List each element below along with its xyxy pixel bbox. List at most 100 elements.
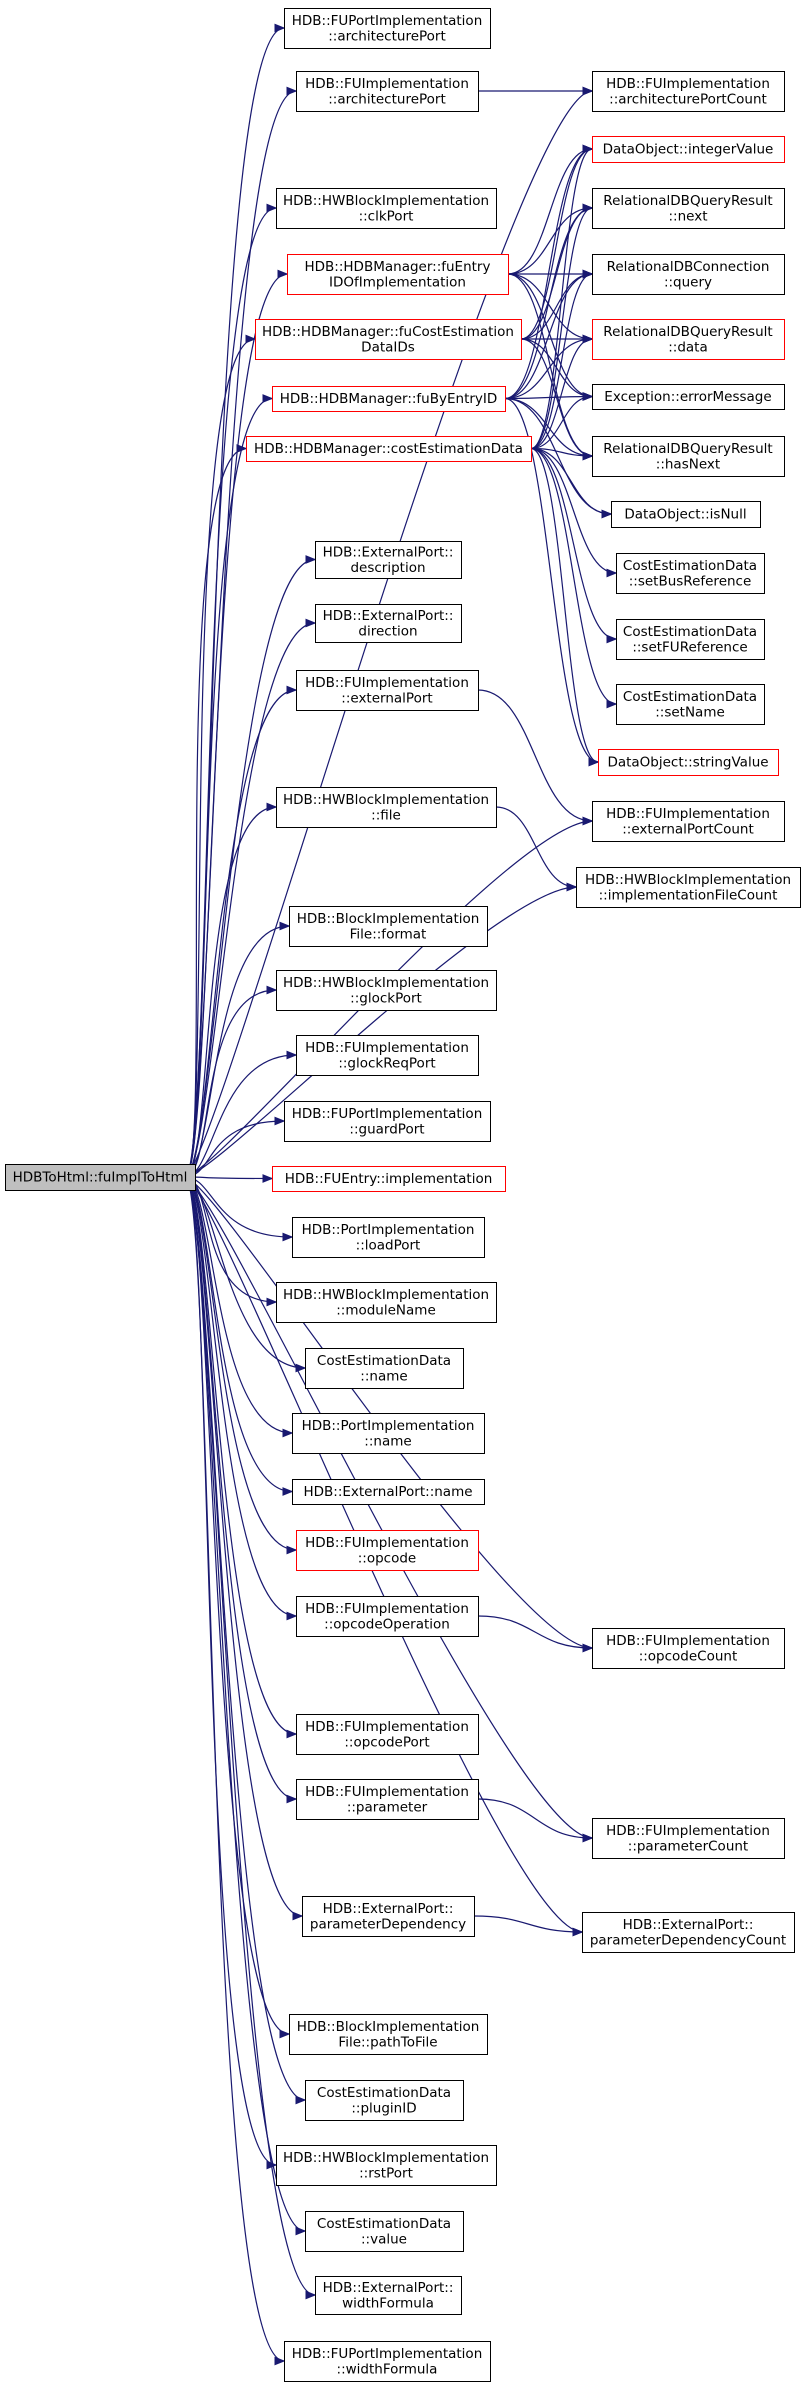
node-box[interactable]	[315, 541, 462, 579]
node-hdb-externalport-parameterdependencycount[interactable]: HDB::ExternalPort::parameterDependencyCo…	[582, 1912, 795, 1953]
node-hdb-externalport-direction[interactable]: HDB::ExternalPort::direction	[315, 604, 462, 643]
node-box[interactable]	[616, 553, 765, 594]
node-box[interactable]	[289, 906, 488, 947]
node-hdb-hwblockimplementation-file[interactable]: HDB::HWBlockImplementation::file	[276, 787, 497, 828]
node-box[interactable]	[598, 749, 779, 776]
node-box[interactable]	[611, 501, 761, 528]
node-box[interactable]	[592, 136, 785, 163]
node-box[interactable]	[287, 254, 509, 295]
node-box[interactable]	[296, 1714, 479, 1755]
node-hdb-fuimplementation-opcodeport[interactable]: HDB::FUImplementation::opcodePort	[296, 1714, 479, 1755]
node-exception-errormessage[interactable]: Exception::errorMessage	[592, 384, 785, 410]
node-hdb-fuportimplementation-widthformula[interactable]: HDB::FUPortImplementation::widthFormula	[284, 2341, 491, 2382]
node-box[interactable]	[296, 1530, 479, 1571]
node-dataobject-isnull[interactable]: DataObject::isNull	[611, 501, 761, 528]
node-dataobject-integervalue[interactable]: DataObject::integerValue	[592, 136, 785, 163]
node-hdb-hdbmanager-fubyentryid[interactable]: HDB::HDBManager::fuByEntryID	[272, 386, 506, 412]
node-hdb-portimplementation-name[interactable]: HDB::PortImplementation::name	[292, 1413, 485, 1454]
node-box[interactable]	[284, 2341, 491, 2382]
node-box[interactable]	[592, 384, 785, 410]
node-costestimationdata-setbusreference[interactable]: CostEstimationData::setBusReference	[616, 553, 765, 594]
node-hdb-portimplementation-loadport[interactable]: HDB::PortImplementation::loadPort	[292, 1217, 485, 1258]
node-box[interactable]	[246, 436, 532, 462]
node-box[interactable]	[276, 188, 497, 229]
node-box[interactable]	[592, 319, 785, 360]
node-hdb-hwblockimplementation-modulename[interactable]: HDB::HWBlockImplementation::moduleName	[276, 1282, 497, 1323]
node-box[interactable]	[276, 2145, 497, 2186]
node-box[interactable]	[592, 254, 785, 295]
node-costestimationdata-setfureference[interactable]: CostEstimationData::setFUReference	[616, 619, 765, 660]
node-hdb-hwblockimplementation-glockport[interactable]: HDB::HWBlockImplementation::glockPort	[276, 970, 497, 1011]
node-box[interactable]	[305, 2080, 464, 2121]
node-box[interactable]	[272, 1166, 506, 1192]
node-costestimationdata-setname[interactable]: CostEstimationData::setName	[616, 684, 765, 725]
node-relationaldbqueryresult-next[interactable]: RelationalDBQueryResult::next	[592, 188, 785, 229]
node-box[interactable]	[296, 1779, 479, 1820]
node-hdb-externalport-description[interactable]: HDB::ExternalPort::description	[315, 541, 462, 579]
node-box[interactable]	[296, 670, 479, 711]
node-box[interactable]	[289, 2014, 488, 2055]
node-box[interactable]	[592, 188, 785, 229]
node-box[interactable]	[616, 619, 765, 660]
node-hdb-hwblockimplementation-implementationfilecount[interactable]: HDB::HWBlockImplementation::implementati…	[576, 867, 801, 908]
node-hdb-fuimplementation-externalport[interactable]: HDB::FUImplementation::externalPort	[296, 670, 479, 711]
node-box[interactable]	[582, 1912, 795, 1953]
node-hdb-fuimplementation-externalportcount[interactable]: HDB::FUImplementation::externalPortCount	[592, 801, 785, 842]
node-box[interactable]	[315, 2276, 462, 2315]
node-hdb-hdbmanager-costestimationdata[interactable]: HDB::HDBManager::costEstimationData	[246, 436, 532, 462]
node-hdb-externalport-name[interactable]: HDB::ExternalPort::name	[292, 1479, 485, 1505]
node-box[interactable]	[592, 71, 785, 112]
node-hdb-externalport-parameterdependency[interactable]: HDB::ExternalPort::parameterDependency	[302, 1896, 475, 1937]
node-box[interactable]	[592, 801, 785, 842]
node-relationaldbqueryresult-data[interactable]: RelationalDBQueryResult::data	[592, 319, 785, 360]
node-box[interactable]	[296, 71, 479, 112]
node-box[interactable]	[5, 1164, 196, 1191]
node-hdbtohtml-fuimpltohtml[interactable]: HDBToHtml::fuImplToHtml	[5, 1164, 196, 1191]
node-hdb-externalport-widthformula[interactable]: HDB::ExternalPort::widthFormula	[315, 2276, 462, 2315]
node-hdb-hdbmanager-fuentryidofimplementation[interactable]: HDB::HDBManager::fuEntryIDOfImplementati…	[287, 254, 509, 295]
node-box[interactable]	[272, 386, 506, 412]
node-hdb-fuimplementation-glockreqport[interactable]: HDB::FUImplementation::glockReqPort	[296, 1035, 479, 1076]
node-hdb-fuimplementation-opcodeoperation[interactable]: HDB::FUImplementation::opcodeOperation	[296, 1596, 479, 1637]
node-hdb-fuentry-implementation[interactable]: HDB::FUEntry::implementation	[272, 1166, 506, 1192]
node-hdb-fuportimplementation-architectureport[interactable]: HDB::FUPortImplementation::architectureP…	[284, 8, 491, 49]
node-box[interactable]	[305, 1348, 464, 1389]
node-box[interactable]	[616, 684, 765, 725]
node-box[interactable]	[296, 1596, 479, 1637]
node-box[interactable]	[255, 319, 522, 360]
node-costestimationdata-name[interactable]: CostEstimationData::name	[305, 1348, 464, 1389]
node-box[interactable]	[592, 1628, 785, 1669]
node-box[interactable]	[592, 1818, 785, 1859]
node-box[interactable]	[576, 867, 801, 908]
node-box[interactable]	[276, 1282, 497, 1323]
node-costestimationdata-pluginid[interactable]: CostEstimationData::pluginID	[305, 2080, 464, 2121]
node-box[interactable]	[284, 8, 491, 49]
node-box[interactable]	[276, 787, 497, 828]
node-hdb-hwblockimplementation-clkport[interactable]: HDB::HWBlockImplementation::clkPort	[276, 188, 497, 229]
node-box[interactable]	[592, 436, 785, 477]
node-box[interactable]	[296, 1035, 479, 1076]
node-relationaldbconnection-query[interactable]: RelationalDBConnection::query	[592, 254, 785, 295]
node-box[interactable]	[315, 604, 462, 643]
node-costestimationdata-value[interactable]: CostEstimationData::value	[305, 2211, 464, 2252]
node-box[interactable]	[284, 1101, 491, 1142]
node-box[interactable]	[292, 1413, 485, 1454]
node-box[interactable]	[276, 970, 497, 1011]
node-box[interactable]	[292, 1479, 485, 1505]
node-relationaldbqueryresult-hasnext[interactable]: RelationalDBQueryResult::hasNext	[592, 436, 785, 477]
node-box[interactable]	[292, 1217, 485, 1258]
node-hdb-fuimplementation-opcodecount[interactable]: HDB::FUImplementation::opcodeCount	[592, 1628, 785, 1669]
node-hdb-fuimplementation-architectureport[interactable]: HDB::FUImplementation::architecturePort	[296, 71, 479, 112]
node-hdb-fuimplementation-parametercount[interactable]: HDB::FUImplementation::parameterCount	[592, 1818, 785, 1859]
node-hdb-fuimplementation-parameter[interactable]: HDB::FUImplementation::parameter	[296, 1779, 479, 1820]
node-hdb-hwblockimplementation-rstport[interactable]: HDB::HWBlockImplementation::rstPort	[276, 2145, 497, 2186]
node-hdb-fuimplementation-opcode[interactable]: HDB::FUImplementation::opcode	[296, 1530, 479, 1571]
node-hdb-fuimplementation-architectureportcount[interactable]: HDB::FUImplementation::architecturePortC…	[592, 71, 785, 112]
node-dataobject-stringvalue[interactable]: DataObject::stringValue	[598, 749, 779, 776]
node-hdb-fuportimplementation-guardport[interactable]: HDB::FUPortImplementation::guardPort	[284, 1101, 491, 1142]
node-box[interactable]	[305, 2211, 464, 2252]
node-box[interactable]	[302, 1896, 475, 1937]
